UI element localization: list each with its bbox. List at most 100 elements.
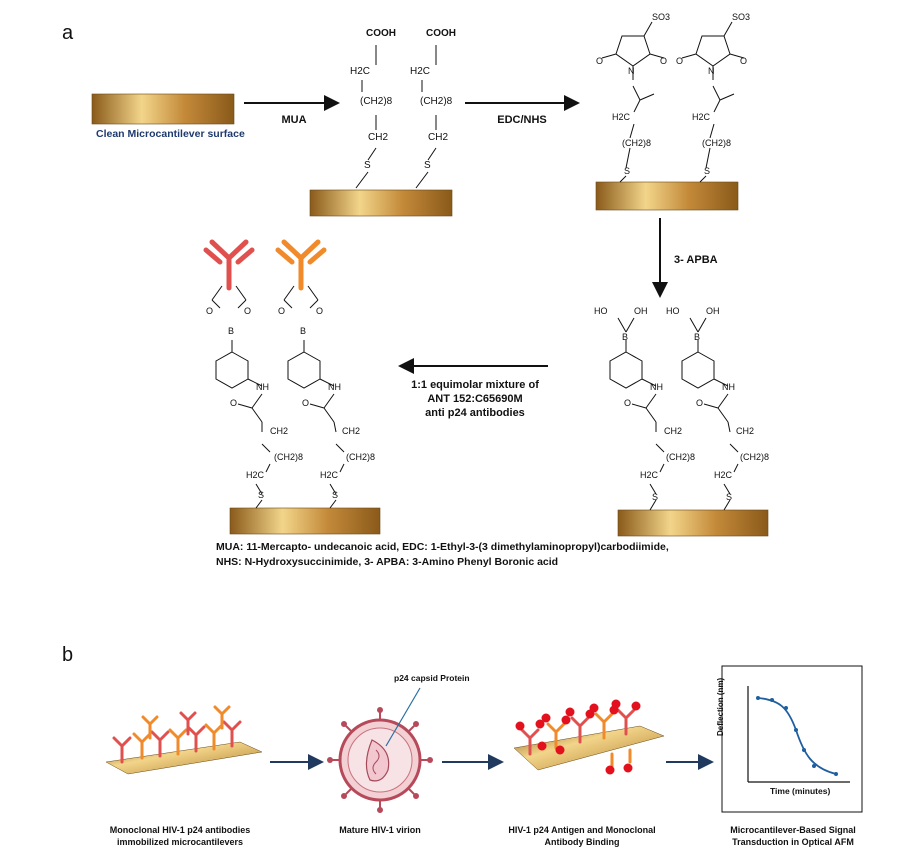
s-label-1: S (364, 160, 371, 171)
ch2-ab-label-2: CH2 (342, 426, 361, 436)
ch2-8-ab-label-1: (CH2)8 (274, 452, 304, 462)
nhs-ring-1 (601, 21, 665, 183)
deflection-points (756, 696, 838, 776)
step-edc-nhs-label: EDC/NHS (497, 114, 547, 126)
plot-y-label: Deflection (nm) (716, 677, 725, 736)
nh-ab-label-2: NH (328, 382, 341, 392)
caption-cantilever-line-2: immobilized microcantilevers (116, 837, 244, 847)
p24-antigen-dots (515, 699, 641, 775)
b-label-1: B (622, 332, 629, 342)
o-label-4: O (740, 56, 748, 66)
nh-label-1: NH (650, 382, 663, 392)
o-label-3: O (676, 56, 684, 66)
h2c-nhs-label-2: H2C (692, 112, 711, 122)
s-ab-label-2: S (332, 490, 339, 500)
s-ab-label-1: S (258, 490, 265, 500)
ho-label-1: HO (594, 306, 608, 316)
antibody-step-line-3: anti p24 antibodies (425, 407, 525, 419)
legend-line-2: NHS: N-Hydroxysuccinimide, 3- APBA: 3-Am… (216, 556, 559, 568)
antibody-molecule-1 (211, 285, 271, 509)
s-nhs-label-2: S (704, 166, 711, 176)
microcantilever-2 (513, 725, 665, 771)
b-ab-label-2: B (300, 326, 307, 336)
ch2-8-nhs-label-1: (CH2)8 (622, 138, 652, 148)
step-apba-label: 3- APBA (674, 254, 718, 266)
ch2-ab-label-1: CH2 (270, 426, 289, 436)
antibody-step-line-1: 1:1 equimolar mixture of (411, 379, 539, 391)
h2c-apba-label-2: H2C (714, 470, 733, 480)
caption-binding: HIV-1 p24 Antigen and Monoclonal Antibod… (482, 824, 682, 848)
oh-label-1: OH (634, 306, 648, 316)
h2c-apba-label-1: H2C (640, 470, 659, 480)
o-label-2: O (660, 56, 668, 66)
nhs-surface (595, 181, 739, 211)
ho-label-2: HO (666, 306, 680, 316)
ch2-8-label-2: (CH2)8 (420, 96, 453, 107)
mua-chain-1 (355, 45, 377, 189)
apba-molecule-1 (609, 317, 665, 511)
antibody-surface (229, 507, 381, 535)
panel-b-letter: b (62, 644, 74, 666)
clean-microcantilever-surface (91, 93, 235, 125)
caption-afm-line-2: Transduction in Optical AFM (732, 837, 854, 847)
ch2-8-nhs-label-2: (CH2)8 (702, 138, 732, 148)
o-apba-label-2: O (696, 398, 704, 408)
hiv-virion-icon (327, 707, 433, 813)
ch2-8-apba-label-1: (CH2)8 (666, 452, 696, 462)
caption-cantilever: Monoclonal HIV-1 p24 antibodies immobili… (90, 824, 270, 848)
ch2-label-1: CH2 (368, 132, 389, 143)
step-mua-label: MUA (281, 114, 307, 126)
nh-ab-label-1: NH (256, 382, 269, 392)
nh-label-2: NH (722, 382, 735, 392)
oh-label-2: OH (706, 306, 720, 316)
panel-a-letter: a (62, 22, 74, 44)
so3-label-1: SO3 (652, 12, 671, 22)
h2c-label-1: H2C (350, 66, 371, 77)
antigen-bound-antibodies (520, 708, 636, 768)
o-apba-label-1: O (624, 398, 632, 408)
n-label-2: N (708, 66, 715, 76)
h2c-ab-label-1: H2C (246, 470, 265, 480)
microcantilever-1 (105, 741, 263, 775)
apba-surface (617, 509, 769, 537)
caption-afm: Microcantilever-Based Signal Transductio… (708, 824, 878, 848)
ch2-label-2: CH2 (428, 132, 449, 143)
afm-plot-frame (721, 665, 863, 813)
panel-a-diagram (91, 21, 769, 537)
h2c-nhs-label-1: H2C (612, 112, 631, 122)
mua-chain-2 (415, 45, 437, 189)
o-ab-label-1: O (206, 306, 214, 316)
o-ab-label-3: O (278, 306, 286, 316)
p24-pointer-line (385, 687, 421, 747)
antibody-red-icon (203, 239, 255, 291)
o-ab-label-5: O (230, 398, 238, 408)
ch2-apba-label-2: CH2 (736, 426, 755, 436)
mua-surface (309, 189, 453, 217)
o-ab-label-2: O (244, 306, 252, 316)
p24-capsid-label: p24 capsid Protein (394, 673, 470, 683)
plot-x-label: Time (minutes) (770, 786, 831, 796)
antibody-orange-icon (275, 239, 327, 291)
antibody-molecule-2 (283, 285, 345, 509)
o-ab-label-6: O (302, 398, 310, 408)
nhs-ring-2 (681, 21, 745, 183)
apba-molecule-2 (681, 317, 739, 511)
o-label-1: O (596, 56, 604, 66)
s-apba-label-1: S (652, 492, 659, 502)
s-label-2: S (424, 160, 431, 171)
caption-virion: Mature HIV-1 virion (300, 824, 460, 836)
ch2-apba-label-1: CH2 (664, 426, 683, 436)
ch2-8-ab-label-2: (CH2)8 (346, 452, 376, 462)
surface-label: Clean Microcantilever surface (96, 128, 245, 140)
ch2-8-label-1: (CH2)8 (360, 96, 393, 107)
b-label-2: B (694, 332, 701, 342)
h2c-ab-label-2: H2C (320, 470, 339, 480)
s-apba-label-2: S (726, 492, 733, 502)
o-ab-label-4: O (316, 306, 324, 316)
legend-line-1: MUA: 11-Mercapto- undecanoic acid, EDC: … (216, 541, 669, 553)
so3-label-2: SO3 (732, 12, 751, 22)
caption-binding-line-1: HIV-1 p24 Antigen and Monoclonal (508, 825, 656, 835)
cooh-label-1: COOH (366, 28, 396, 39)
caption-binding-line-2: Antibody Binding (544, 837, 620, 847)
caption-afm-line-1: Microcantilever-Based Signal (730, 825, 856, 835)
